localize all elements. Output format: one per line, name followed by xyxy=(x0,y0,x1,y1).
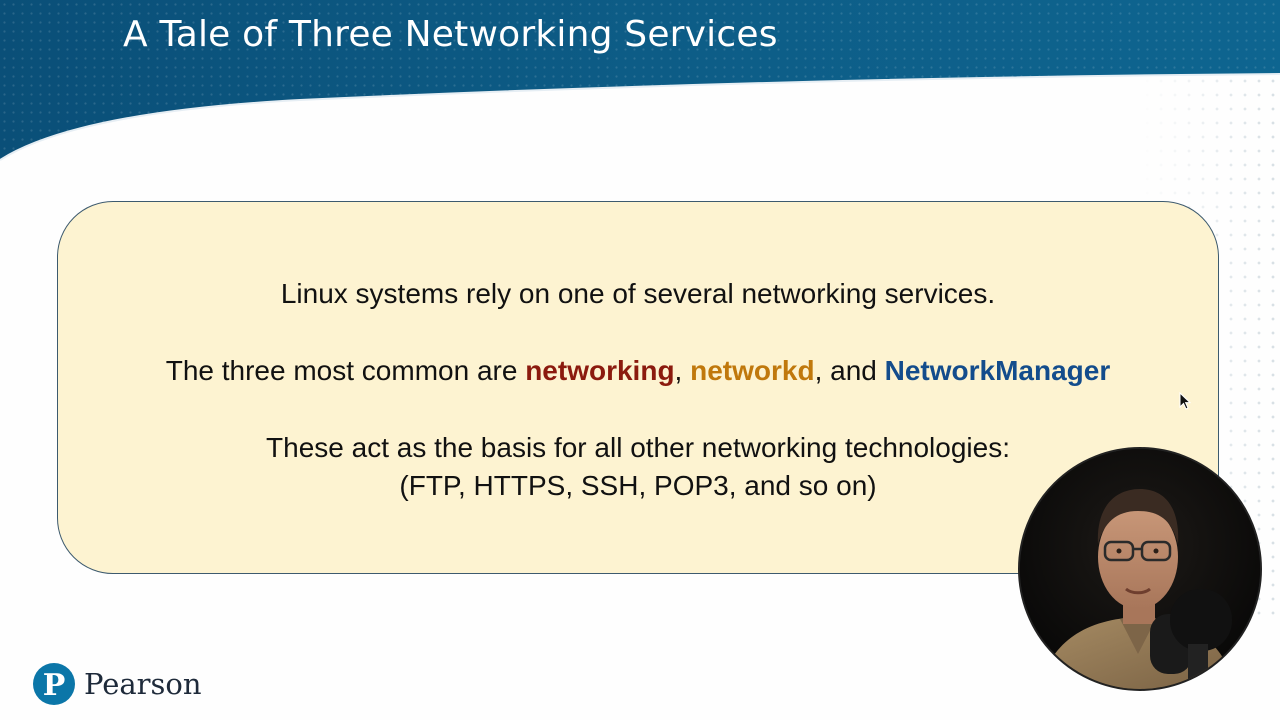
keyword-networking: networking xyxy=(525,355,675,386)
content-callout-box: Linux systems rely on one of several net… xyxy=(57,201,1219,574)
presenter-image xyxy=(1020,449,1260,689)
separator-text: , xyxy=(674,355,691,386)
keyword-networkd: networkd xyxy=(690,355,815,386)
separator-and-text: , and xyxy=(814,355,885,386)
presenter-webcam-video xyxy=(1018,447,1262,691)
pearson-logo-text: Pearson xyxy=(84,667,202,701)
svg-text:P: P xyxy=(43,668,66,703)
keyword-networkmanager: NetworkManager xyxy=(884,355,1111,386)
examples-text: (FTP, HTTPS, SSH, POP3, and so on) xyxy=(399,470,877,501)
title-banner xyxy=(0,0,1280,161)
services-sentence: The three most common are networking, ne… xyxy=(58,355,1218,387)
slide-title: A Tale of Three Networking Services xyxy=(123,14,778,55)
services-prefix-text: The three most common are xyxy=(165,355,526,386)
pearson-logo-icon: P xyxy=(33,663,75,705)
basis-text: These act as the basis for all other net… xyxy=(266,432,1010,463)
intro-text: Linux systems rely on one of several net… xyxy=(280,278,996,309)
pearson-logo: P Pearson xyxy=(32,659,202,709)
mouse-pointer-icon xyxy=(1179,392,1191,410)
